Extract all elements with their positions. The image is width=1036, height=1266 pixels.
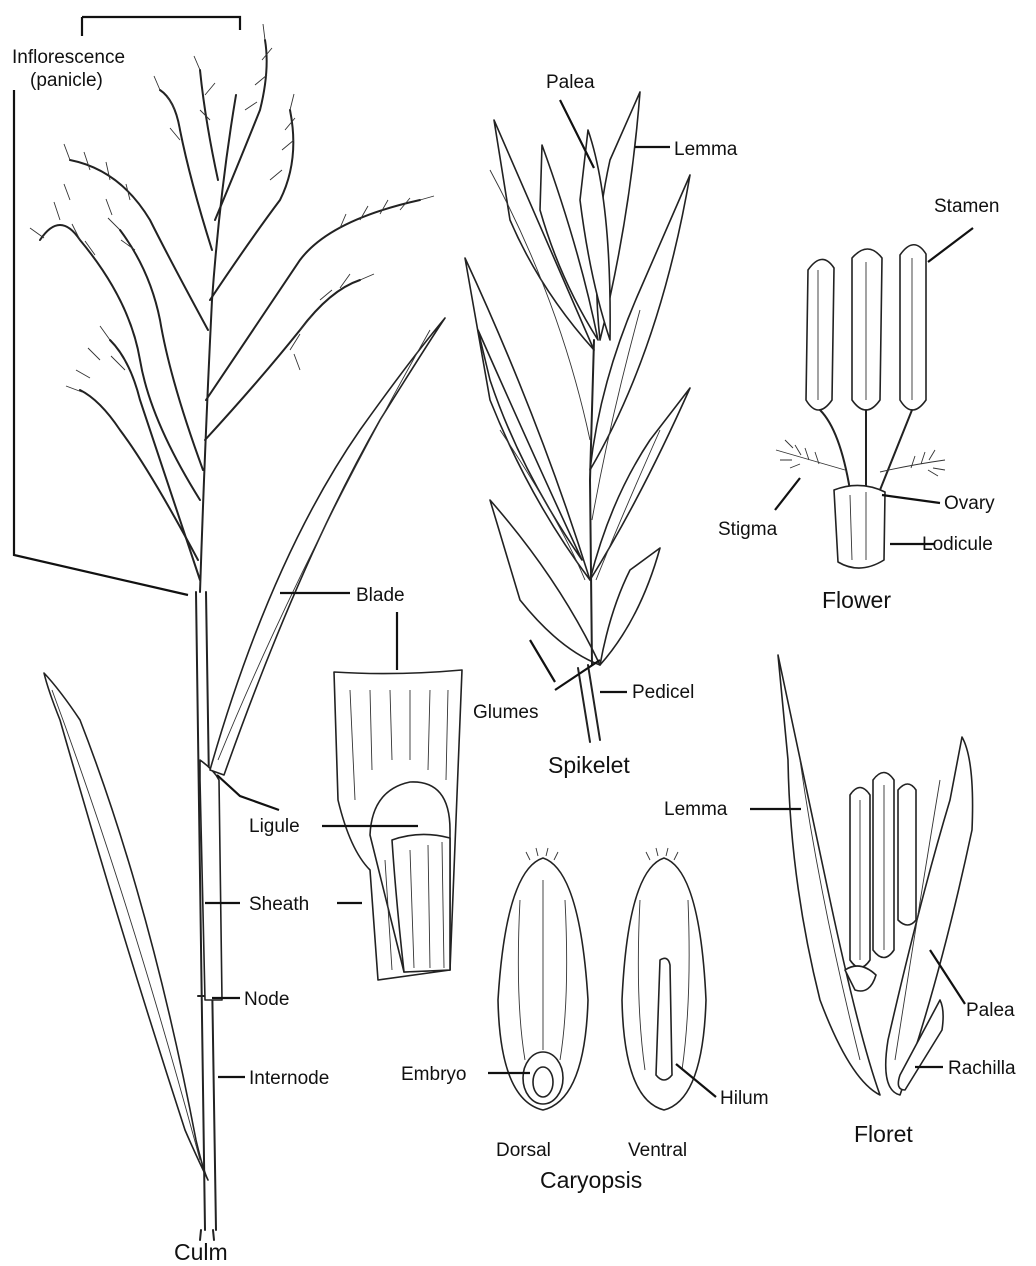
label-hilum: Hilum xyxy=(720,1088,769,1109)
label-floret: Floret xyxy=(854,1121,913,1147)
label-rachilla: Rachilla xyxy=(948,1058,1016,1079)
label-palea-floret: Palea xyxy=(966,1000,1015,1021)
label-sheath: Sheath xyxy=(249,894,309,915)
caryopsis-ventral-illustration xyxy=(622,848,706,1110)
label-pedicel: Pedicel xyxy=(632,682,694,703)
flower-illustration xyxy=(776,245,945,568)
label-node: Node xyxy=(244,989,289,1010)
label-ventral: Ventral xyxy=(628,1140,687,1161)
label-internode: Internode xyxy=(249,1068,329,1089)
label-lemma-spikelet: Lemma xyxy=(674,139,738,160)
spikelet-illustration xyxy=(465,92,690,742)
label-lodicule: Lodicule xyxy=(922,534,993,555)
label-dorsal: Dorsal xyxy=(496,1140,551,1161)
label-ligule: Ligule xyxy=(249,816,300,837)
label-lemma-floret: Lemma xyxy=(664,799,728,820)
floret-illustration xyxy=(778,655,973,1095)
label-caryopsis: Caryopsis xyxy=(540,1167,642,1193)
label-ovary: Ovary xyxy=(944,493,995,514)
label-spikelet: Spikelet xyxy=(548,752,630,778)
label-glumes: Glumes xyxy=(473,702,538,723)
whole-plant-illustration xyxy=(30,24,445,1240)
caryopsis-dorsal-illustration xyxy=(498,848,588,1110)
label-stamen: Stamen xyxy=(934,196,999,217)
label-palea-spikelet: Palea xyxy=(546,72,595,93)
label-stigma: Stigma xyxy=(718,519,778,540)
label-panicle: (panicle) xyxy=(30,70,103,91)
label-culm: Culm xyxy=(174,1239,228,1265)
label-embryo: Embryo xyxy=(401,1064,466,1085)
label-flower: Flower xyxy=(822,587,891,613)
label-blade: Blade xyxy=(356,585,405,606)
label-inflorescence: Inflorescence xyxy=(12,47,125,68)
